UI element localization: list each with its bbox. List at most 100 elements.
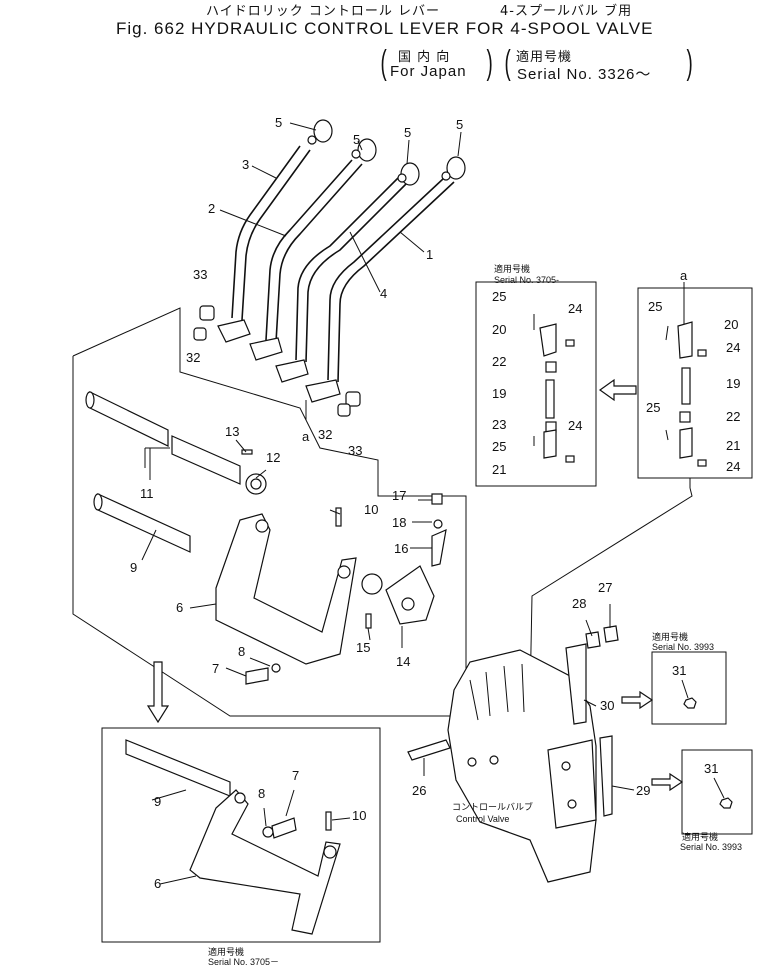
paren-open-1: (: [380, 44, 387, 82]
callout-22: 22: [492, 354, 506, 369]
callout-18: 18: [392, 515, 406, 530]
callout-16: 16: [394, 541, 408, 556]
bottom-inset-parts: [125, 739, 351, 935]
callout-19: 19: [726, 376, 740, 391]
callout-31: 31: [704, 761, 718, 776]
title-japanese: ハイドロリック コントロール レバー: [206, 4, 441, 19]
callout-21: 21: [726, 438, 740, 453]
region-english: For Japan: [390, 63, 467, 80]
inset-serial-jp: 適用号機: [652, 631, 688, 642]
callout-30: 30: [600, 698, 614, 713]
callout-20: 20: [724, 317, 738, 332]
callout-25: 25: [646, 400, 660, 415]
control-valve-label-en: Control Valve: [456, 814, 509, 824]
paren-close-1: ): [486, 44, 493, 82]
callout-6: 6: [176, 600, 183, 615]
inset-3705-parts: [533, 314, 575, 463]
callout-25: 25: [492, 439, 506, 454]
inset-right-frame: [637, 287, 753, 479]
nuts-31: [681, 679, 733, 809]
callout-24: 24: [726, 340, 740, 355]
region-japanese: 国 内 向: [398, 50, 451, 65]
callout-25: 25: [492, 289, 506, 304]
collars: [193, 305, 361, 417]
callout-5: 5: [456, 117, 463, 132]
callout-27: 27: [598, 580, 612, 595]
inset-captions: 適用号機 Serial No. 3705- 適用号機 Serial No. 39…: [208, 263, 742, 967]
paren-close-2: ): [686, 44, 693, 82]
inset-serial-3993: Serial No. 3993: [680, 842, 742, 852]
callout-25: 25: [648, 299, 662, 314]
callout-5: 5: [404, 125, 411, 140]
serial-english: Serial No. 3326～: [517, 66, 652, 83]
callout-24: 24: [568, 301, 582, 316]
leader-lines-main: [141, 122, 462, 677]
callout-1: 1: [426, 247, 433, 262]
main-group-outline: [72, 307, 467, 717]
callout-4: 4: [380, 286, 387, 301]
callout-3: 3: [242, 157, 249, 172]
down-arrow: [146, 661, 170, 724]
paren-open-2: (: [504, 44, 511, 82]
callout-10: 10: [352, 808, 366, 823]
callout-6: 6: [154, 876, 161, 891]
callout-a: a: [680, 268, 688, 283]
inset-right-parts: [529, 282, 707, 701]
callout-33: 33: [348, 443, 362, 458]
lever-knobs: [307, 119, 466, 186]
left-arrow: [598, 378, 637, 402]
inset-serial-jp: 適用号機: [208, 946, 244, 957]
bottom-inset-frame: [101, 727, 381, 943]
callout-23: 23: [492, 417, 506, 432]
control-valve-label-jp: コントロールバルブ: [452, 801, 533, 812]
control-levers: [231, 145, 455, 383]
inset-serial-jp: 適用号機: [494, 263, 530, 274]
callout-19: 19: [492, 386, 506, 401]
inset-serial-3993: Serial No. 3993: [652, 642, 714, 652]
callout-31: 31: [672, 663, 686, 678]
right-arrows: [621, 690, 684, 792]
clamp-and-fittings: [241, 449, 447, 685]
callout-15: 15: [356, 640, 370, 655]
lever-bases: [217, 319, 341, 403]
callout-7: 7: [212, 661, 219, 676]
callout-13: 13: [225, 424, 239, 439]
inset-serial-jp: 適用号機: [682, 831, 718, 842]
callout-28: 28: [572, 596, 586, 611]
figure-title: Fig. 662 HYDRAULIC CONTROL LEVER FOR 4-S…: [116, 19, 654, 38]
callout-labels: 5 5 5 5 3 2 1 4 33 32 32 33 a 13 12 11 9…: [130, 115, 740, 891]
callout-26: 26: [412, 783, 426, 798]
bracket-main: [215, 513, 357, 665]
callout-a: a: [302, 429, 310, 444]
callout-20: 20: [492, 322, 506, 337]
callout-14: 14: [396, 654, 410, 669]
callout-32: 32: [186, 350, 200, 365]
inset-serial-3705-bottom: Serial No. 3705－: [208, 957, 279, 967]
callout-8: 8: [258, 786, 265, 801]
callout-22: 22: [726, 409, 740, 424]
inset-serial-3705: Serial No. 3705-: [494, 275, 559, 285]
callout-7: 7: [292, 768, 299, 783]
callout-10: 10: [364, 502, 378, 517]
shaft-assembly: [85, 391, 267, 553]
callout-5: 5: [275, 115, 282, 130]
subtitle-japanese: 4-スプールバル ブ用: [500, 4, 633, 19]
callout-32: 32: [318, 427, 332, 442]
inset-3705-frame: [475, 281, 597, 487]
callout-33: 33: [193, 267, 207, 282]
inset-3993-frame-1: [651, 651, 727, 725]
callout-17: 17: [392, 488, 406, 503]
callout-2: 2: [208, 201, 215, 216]
callout-11: 11: [140, 486, 154, 501]
control-valve: [407, 604, 635, 883]
callout-24: 24: [568, 418, 582, 433]
callout-12: 12: [266, 450, 280, 465]
callout-29: 29: [636, 783, 650, 798]
callout-21: 21: [492, 462, 506, 477]
inset-3993-frame-2: [681, 749, 753, 835]
serial-japanese: 適用号機: [516, 50, 573, 65]
callout-9: 9: [154, 794, 161, 809]
callout-24: 24: [726, 459, 740, 474]
callout-9: 9: [130, 560, 137, 575]
